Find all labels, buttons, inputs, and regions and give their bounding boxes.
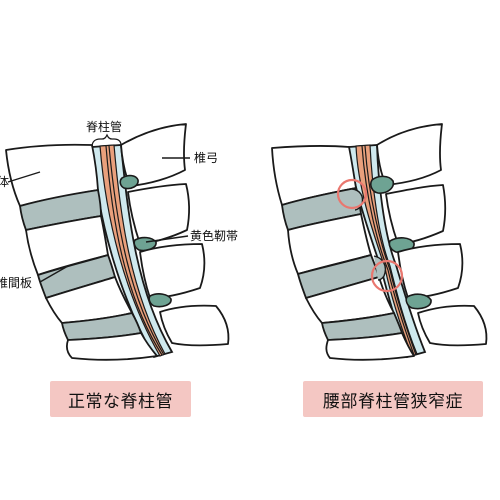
- caption-stenosis: 腰部脊柱管狭窄症: [303, 381, 483, 417]
- label-ligamentum-flavum: 黄色靭帯: [190, 229, 238, 243]
- compression-highlight: [336, 178, 368, 210]
- caption-stenosis-text: 腰部脊柱管狭窄症: [323, 391, 463, 412]
- label-spinal-canal: 脊柱管: [86, 119, 122, 134]
- label-intervertebral-disc: 椎間板: [0, 275, 32, 290]
- vertebral-arch: [127, 183, 191, 245]
- leader-line: [7, 171, 41, 183]
- vertebral-arch: [376, 123, 443, 186]
- stenosis-spine: [271, 123, 488, 361]
- ligamentum-flavum-thickened: [370, 175, 395, 194]
- label-vertebral-arch: 椎弓: [194, 150, 218, 165]
- normal-spine: 体 脊柱管 椎弓 黄色靭帯 椎間板: [0, 119, 238, 361]
- vertebral-body: [65, 332, 158, 361]
- vertebral-body: [325, 332, 415, 361]
- vertebral-arch: [417, 304, 488, 347]
- ligamentum-flavum: [148, 293, 172, 308]
- vertebral-arch: [159, 304, 230, 347]
- leader-line: [39, 265, 69, 283]
- nerve-band: [99, 144, 166, 357]
- compression-highlight: [370, 259, 404, 293]
- label-vertebral-body: 体: [0, 175, 9, 189]
- leader-line: [145, 235, 189, 243]
- ligamentum-flavum: [119, 174, 139, 190]
- caption-normal: 正常な脊柱管: [50, 381, 191, 417]
- canal-bracket: [91, 133, 122, 148]
- ligamentum-flavum-thickened: [405, 293, 432, 310]
- vertebral-arch: [139, 243, 206, 299]
- vertebral-arch: [385, 184, 447, 245]
- caption-normal-text: 正常な脊柱管: [68, 391, 173, 412]
- vertebral-arch: [397, 243, 464, 299]
- vertebral-arch: [120, 123, 187, 187]
